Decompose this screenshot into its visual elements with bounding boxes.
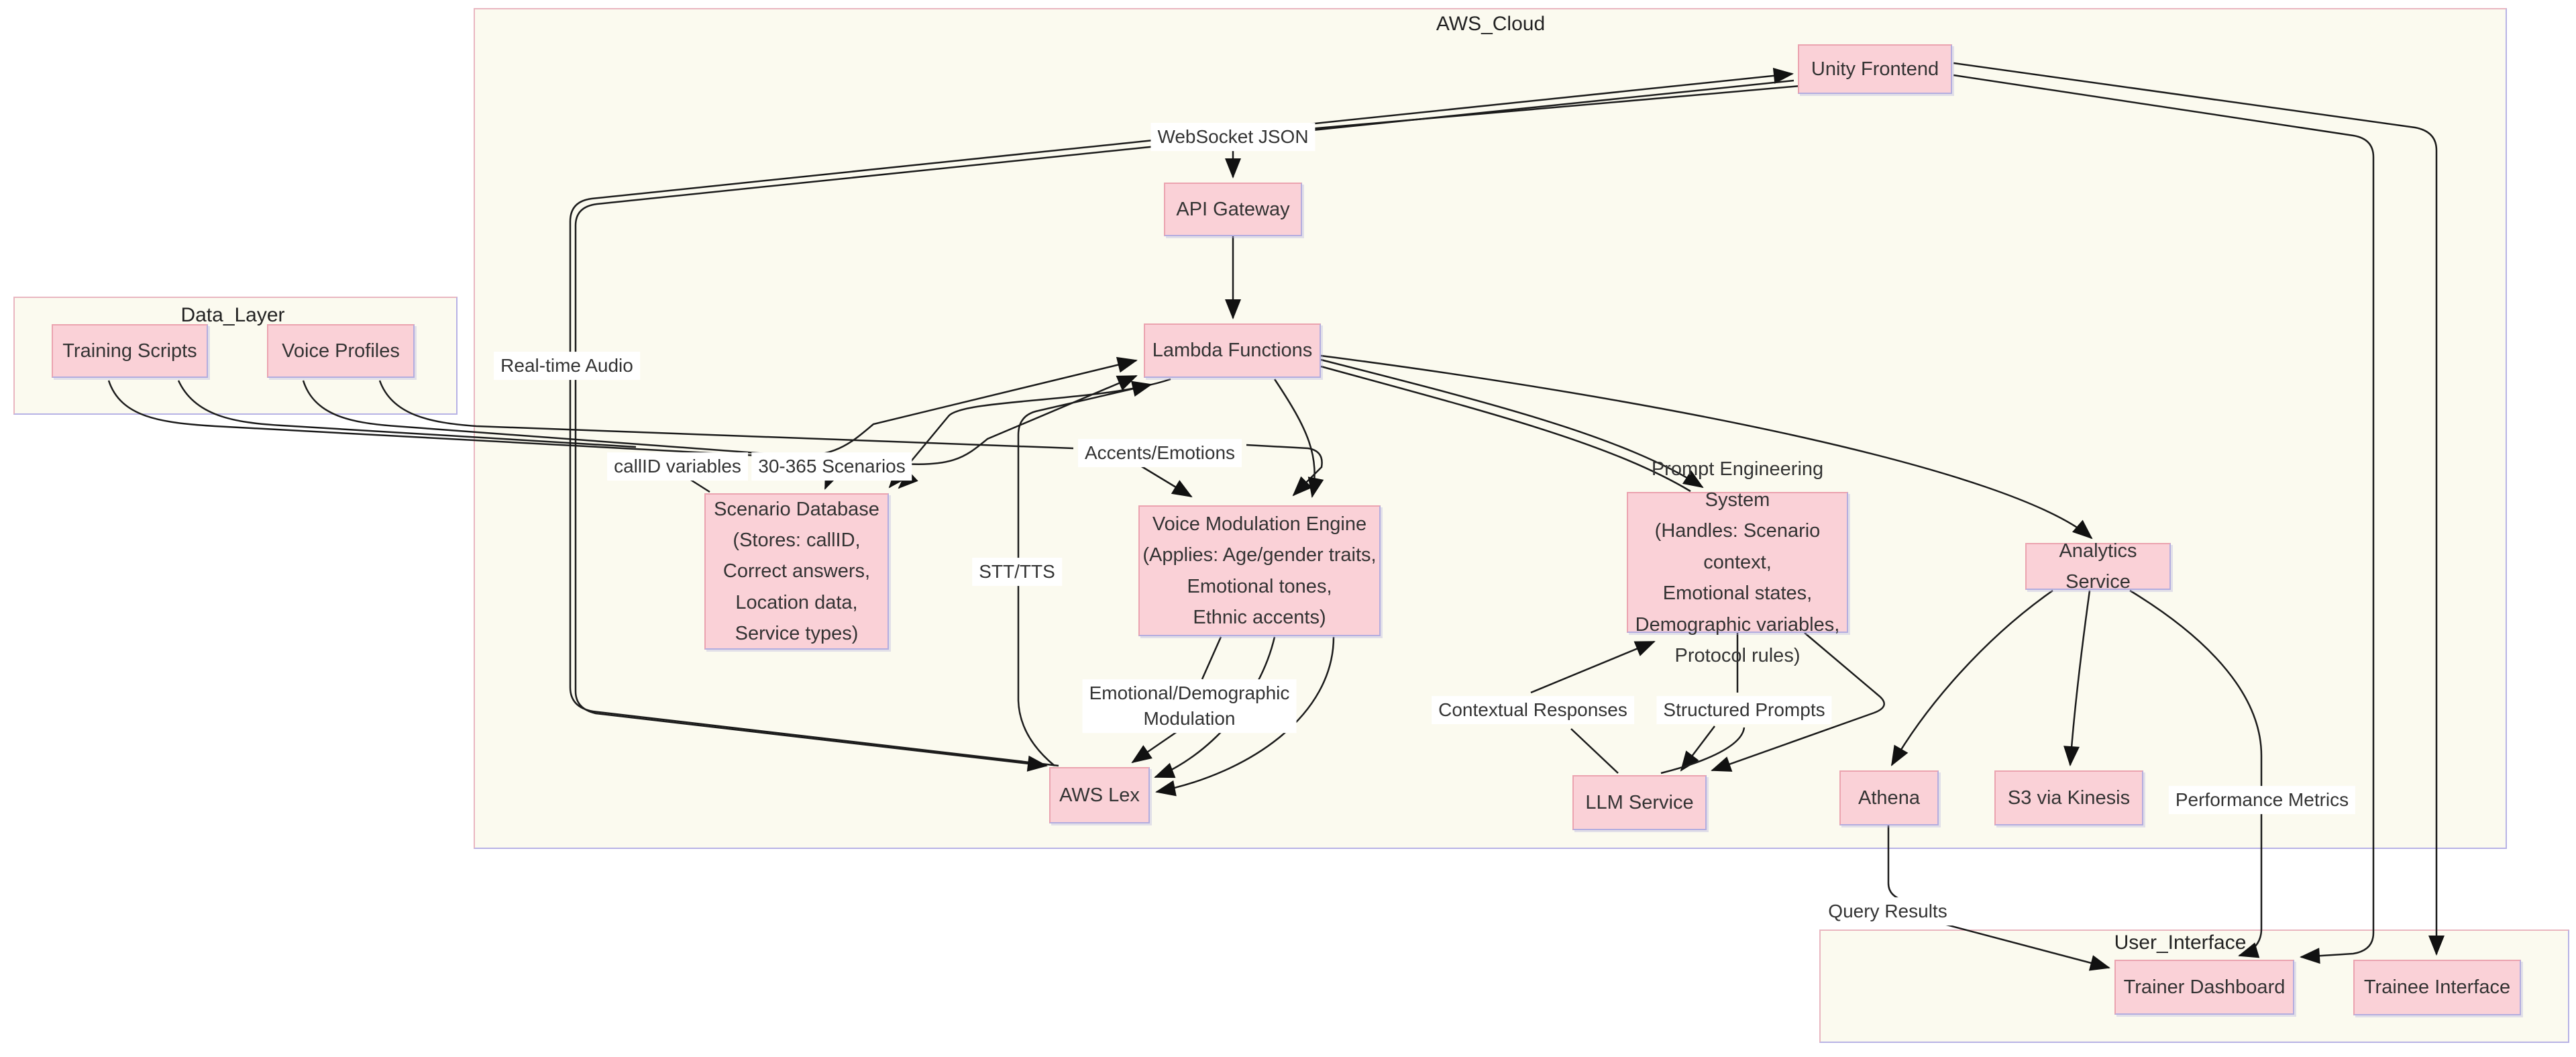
edge-aws-lex-to-lambda-stt xyxy=(1017,381,1152,766)
node-voice-profiles: Voice Profiles xyxy=(267,324,415,378)
container-label-user-interface: User_Interface xyxy=(2114,932,2247,954)
node-training-scripts: Training Scripts xyxy=(52,324,208,378)
edge-modulation-label-to-aws-lex xyxy=(1131,729,1180,764)
edge-label-contextual-responses: Contextual Responses xyxy=(1432,696,1634,724)
edge-athena-to-query-label xyxy=(1887,825,1906,902)
edge-vme-to-aws-lex-b xyxy=(1155,636,1335,797)
edge-scenarios-label-to-scenario-db xyxy=(824,468,841,490)
edge-lambda-to-pes-b xyxy=(1320,365,1691,493)
container-label-data-layer: Data_Layer xyxy=(180,304,285,326)
node-unity-frontend: Unity Frontend xyxy=(1798,44,1952,94)
edge-query-label-to-trainer-dashboard xyxy=(1941,922,2110,971)
edge-training-scripts-to-callid-label xyxy=(177,380,637,448)
edge-label-realtime-audio: Real-time Audio xyxy=(494,352,640,380)
edge-lambda-to-vme xyxy=(1273,379,1324,498)
edge-analytics-to-athena xyxy=(1890,589,2053,766)
node-lambda-functions: Lambda Functions xyxy=(1144,323,1321,378)
edge-lambda-to-analytics xyxy=(1320,354,2093,540)
node-prompt-engineering-system: Prompt Engineering System (Handles: Scen… xyxy=(1627,458,1848,666)
node-analytics-service: Analytics Service xyxy=(2025,540,2171,593)
edge-aws-lex-to-unity-realtime xyxy=(569,67,1794,767)
edge-analytics-to-trainer-dashboard xyxy=(2129,589,2263,958)
edge-accents-label-diag-to-vme xyxy=(1140,464,1193,498)
edge-label-stt-tts: STT/TTS xyxy=(972,558,1062,586)
edge-unity-to-aws-lex-realtime xyxy=(574,79,1794,772)
edge-vme-to-modulation-label xyxy=(1201,636,1222,680)
edge-voice-profiles-to-lambda xyxy=(302,374,1138,465)
edge-structured-label-curve-to-llm xyxy=(1660,727,1746,774)
edge-unity-to-trainee-interface xyxy=(1953,62,2445,956)
node-llm-service: LLM Service xyxy=(1572,775,1707,830)
edge-llm-to-contextual-label xyxy=(1570,728,1619,774)
node-trainer-dashboard: Trainer Dashboard xyxy=(2114,960,2294,1015)
edge-lambda-to-pes-a xyxy=(1320,358,1704,489)
node-athena: Athena xyxy=(1839,770,1939,825)
edge-label-performance-metrics: Performance Metrics xyxy=(2168,786,2356,814)
edge-accents-label-elbow-to-vme xyxy=(1246,444,1323,497)
edge-label-30-365-scenarios: 30-365 Scenarios xyxy=(751,452,912,481)
node-s3-via-kinesis: S3 via Kinesis xyxy=(1994,770,2143,825)
node-voice-modulation-engine: Voice Modulation Engine (Applies: Age/ge… xyxy=(1138,505,1381,636)
edge-pes-elbow-to-llm xyxy=(1711,632,1885,772)
edge-unity-to-trainer-dashboard xyxy=(1953,74,2375,964)
edge-voice-profiles-to-accents-label xyxy=(378,380,1074,450)
edge-label-callid-variables: callID variables xyxy=(607,452,748,481)
container-label-aws-cloud: AWS_Cloud xyxy=(1436,13,1546,35)
edge-label-emotional-demographic-modulation: Emotional/Demographic Modulation xyxy=(1082,679,1297,733)
edge-structured-label-to-llm xyxy=(1680,725,1715,772)
edge-label-accents-emotions: Accents/Emotions xyxy=(1077,439,1242,467)
edge-contextual-label-to-pes xyxy=(1530,640,1656,694)
node-aws-lex: AWS Lex xyxy=(1049,767,1150,823)
node-api-gateway: API Gateway xyxy=(1164,183,1302,236)
node-scenario-database: Scenario Database (Stores: callID, Corre… xyxy=(704,493,889,650)
edge-lambda-to-scenario-db xyxy=(888,378,1171,489)
edge-label-structured-prompts: Structured Prompts xyxy=(1656,696,1832,724)
edge-callid-label-to-scenario-db xyxy=(689,478,710,493)
edge-label-websocket-json: WebSocket JSON xyxy=(1150,123,1316,151)
edge-analytics-to-s3 xyxy=(2063,590,2091,766)
edge-label-query-results: Query Results xyxy=(1821,897,1954,925)
node-trainee-interface: Trainee Interface xyxy=(2353,960,2521,1015)
edge-unity-to-websocket-label xyxy=(1278,85,1801,133)
